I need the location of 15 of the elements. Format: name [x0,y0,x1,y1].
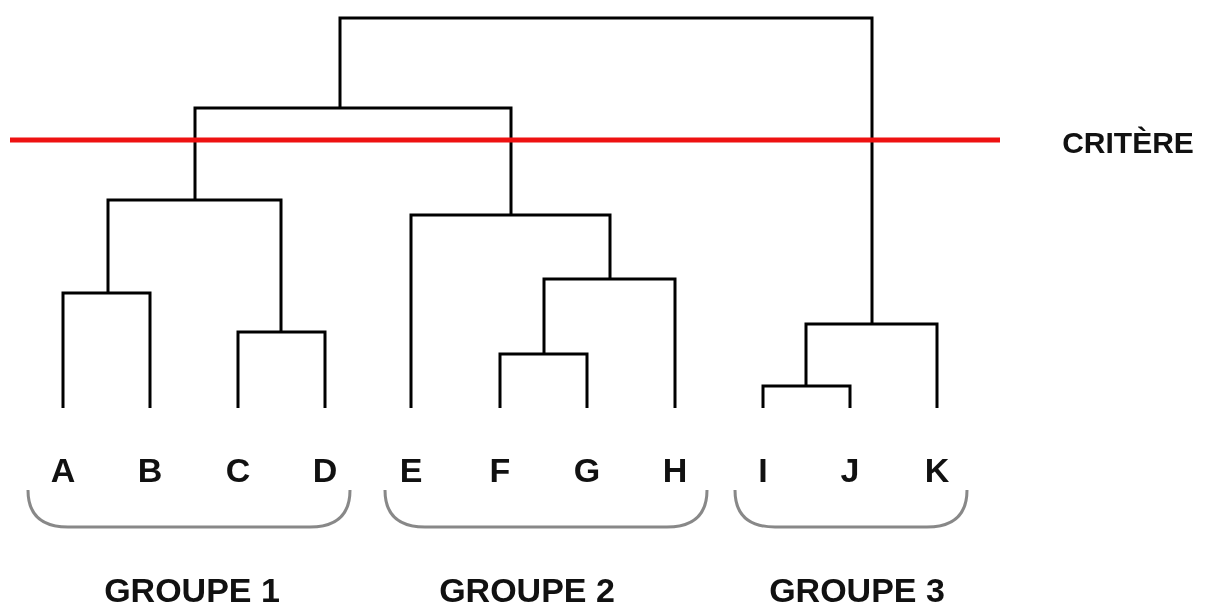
group-label: GROUPE 2 [439,573,615,607]
leaf-label: E [399,453,423,487]
leaf-label: H [662,453,688,487]
group-label: GROUPE 1 [104,573,280,607]
leaf-label: A [50,453,76,487]
leaf-label: I [758,453,768,487]
leaf-label: D [312,453,338,487]
leaf-label: F [489,453,511,487]
leaf-label: K [924,453,950,487]
leaf-label: B [137,453,163,487]
leaf-label: J [840,453,860,487]
leaf-label: C [225,453,251,487]
leaf-label: G [573,453,601,487]
group-label: GROUPE 3 [769,573,945,607]
threshold-label: CRITÈRE [1062,128,1194,158]
